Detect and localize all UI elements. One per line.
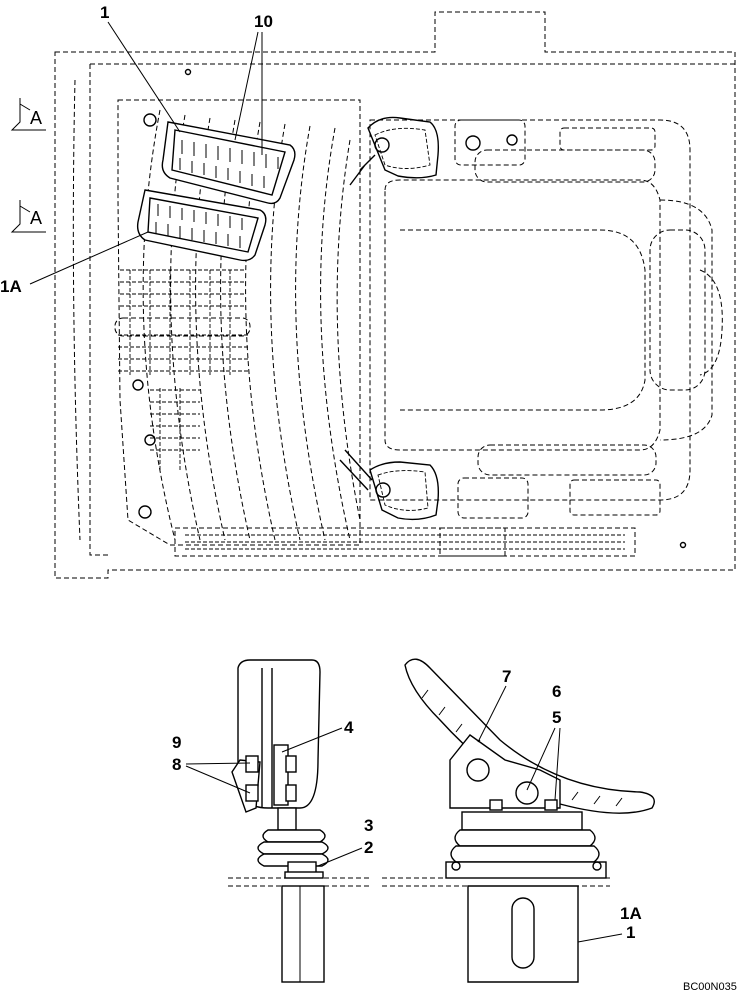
bottom-mat-cells bbox=[185, 534, 625, 550]
left-grille bbox=[114, 269, 251, 470]
callout-1-top: 1 bbox=[100, 3, 109, 22]
left-bellows bbox=[257, 829, 329, 867]
callout-7: 7 bbox=[502, 667, 511, 686]
callout-3: 3 bbox=[364, 816, 373, 835]
cab-top-view: A A 1 10 1A bbox=[0, 3, 736, 579]
section-marker-upper-label: A bbox=[30, 108, 42, 128]
section-marker-lower-label: A bbox=[30, 208, 42, 228]
callout-1a-right: 1A bbox=[620, 904, 642, 923]
section-marker-lower: A bbox=[10, 200, 46, 233]
drawing-code: BC00N035 bbox=[683, 981, 737, 993]
callout-5: 5 bbox=[552, 708, 561, 727]
joystick-side-view-right: 7 6 5 1A 1 bbox=[382, 658, 655, 983]
pedal-pad-upper bbox=[161, 121, 296, 205]
callout-8: 8 bbox=[172, 755, 181, 774]
callout-1-right: 1 bbox=[626, 923, 635, 942]
callout-2: 2 bbox=[364, 838, 373, 857]
section-marker-upper: A bbox=[10, 98, 46, 131]
callout-4: 4 bbox=[344, 718, 354, 737]
callout-10: 10 bbox=[254, 12, 273, 31]
callout-9: 9 bbox=[172, 733, 181, 752]
joystick-side-view-left: 9 8 4 3 2 bbox=[172, 659, 373, 983]
pedal-pad-lower bbox=[136, 189, 267, 262]
callout-1a-top: 1A bbox=[0, 277, 22, 296]
callout-6: 6 bbox=[552, 682, 561, 701]
